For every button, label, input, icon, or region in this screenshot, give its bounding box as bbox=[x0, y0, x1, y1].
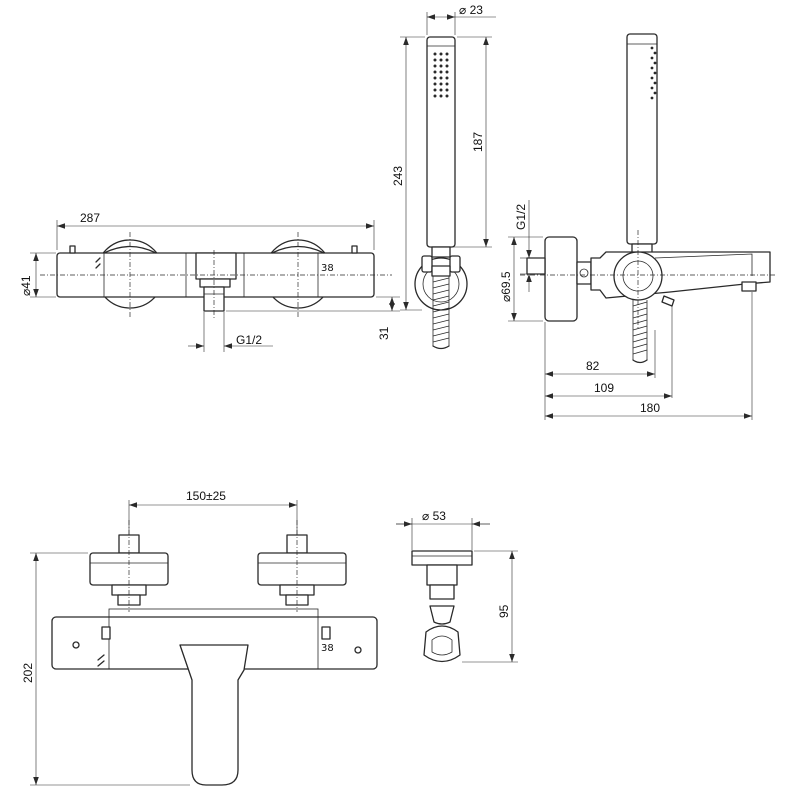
hand-shower-view: ⌀ 23 243 187 bbox=[391, 3, 496, 350]
dim-overall-width: 287 bbox=[80, 211, 100, 225]
left-dot bbox=[72, 641, 80, 649]
dim-outlet-offset: 31 bbox=[377, 326, 391, 340]
top-view: 38 287 ⌀41 31 G1/2 bbox=[19, 211, 400, 352]
side-hose bbox=[632, 300, 648, 364]
holder-cradle bbox=[423, 625, 461, 663]
left-knob-marker bbox=[101, 626, 111, 640]
spray-dots bbox=[433, 52, 449, 98]
holder-cone bbox=[431, 265, 451, 277]
dim-depth-82: 82 bbox=[586, 359, 600, 373]
dim-front-height: 202 bbox=[21, 663, 35, 683]
holder-clip-right bbox=[449, 255, 461, 273]
diameter-icon: ⌀ bbox=[19, 289, 33, 296]
right-knob-marker bbox=[321, 626, 331, 640]
dim-head-length: 187 bbox=[471, 132, 485, 152]
shower-marker-icon bbox=[97, 654, 105, 667]
side-lever bbox=[661, 295, 675, 307]
holder-base-plate bbox=[411, 550, 473, 566]
diameter-icon: ⌀ bbox=[499, 295, 513, 302]
side-hand-shower bbox=[626, 33, 658, 245]
shower-hose bbox=[432, 276, 450, 350]
left-tab bbox=[69, 245, 76, 254]
side-inlet-stub bbox=[526, 257, 546, 275]
temp-marker-label: 38 bbox=[321, 263, 334, 274]
holder-neck bbox=[429, 605, 455, 625]
side-rosette bbox=[544, 236, 578, 322]
side-view: G1/2 ⌀69.5 82 109 180 bbox=[499, 33, 776, 420]
front-view: 38 150±25 202 bbox=[21, 489, 378, 786]
dim-center-distance: 150±25 bbox=[186, 489, 226, 503]
dim-side-inlet-thread: G1/2 bbox=[514, 204, 528, 230]
diameter-icon: ⌀ bbox=[459, 3, 466, 17]
dim-body-diameter: ⌀41 bbox=[19, 275, 33, 296]
outlet-collar bbox=[199, 278, 231, 288]
dim-depth-109: 109 bbox=[594, 381, 614, 395]
side-spray-dots bbox=[650, 46, 657, 100]
hand-shower-body bbox=[426, 36, 456, 248]
shower-marker-icon bbox=[95, 257, 101, 269]
dim-overall-length: 243 bbox=[391, 166, 405, 186]
holder-collar bbox=[429, 584, 455, 600]
holder-detail: ⌀ 53 95 bbox=[396, 509, 518, 663]
dim-depth-180: 180 bbox=[640, 401, 660, 415]
front-spout bbox=[179, 644, 249, 786]
dim-holder-diameter: ⌀ 53 bbox=[422, 509, 446, 523]
dim-inlet-thread: G1/2 bbox=[236, 333, 262, 347]
right-wall-plate bbox=[257, 552, 347, 586]
right-dot bbox=[354, 646, 362, 654]
front-temp-marker: 38 bbox=[321, 643, 334, 654]
side-nut bbox=[576, 261, 592, 285]
right-tab bbox=[351, 245, 358, 254]
side-spout-tip bbox=[741, 281, 757, 292]
hand-shower-neck bbox=[431, 246, 451, 258]
dim-holder-height: 95 bbox=[497, 604, 511, 618]
holder-stem bbox=[426, 564, 458, 586]
diameter-icon: ⌀ bbox=[422, 509, 429, 523]
holder-clip-left bbox=[421, 255, 433, 273]
dim-handle-diameter: ⌀ 23 bbox=[459, 3, 483, 17]
dim-rosette-diameter: ⌀69.5 bbox=[499, 271, 513, 302]
